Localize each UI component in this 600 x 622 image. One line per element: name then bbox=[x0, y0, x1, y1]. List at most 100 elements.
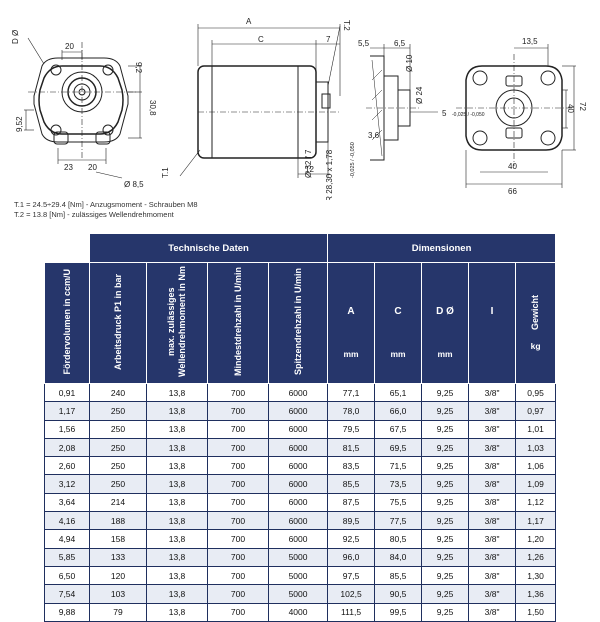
rear-h40: 40 bbox=[566, 104, 575, 113]
table-cell: 6000 bbox=[267, 456, 329, 476]
table-cell: 250 bbox=[89, 419, 147, 439]
table-cell: 1,01 bbox=[515, 419, 557, 439]
side-t2: T.2 bbox=[342, 20, 351, 31]
col-mindestdrehzahl: Mindestdrehzahl in U/min bbox=[207, 262, 269, 384]
table-cell: 3/8" bbox=[468, 382, 517, 403]
shaft-or: OR 28,30 x 1,78 bbox=[325, 149, 334, 200]
spec-table-wrapper: Technische Daten Dimensionen Fördervolum… bbox=[44, 233, 557, 622]
shaft-w5-5: 5,5 bbox=[358, 39, 370, 48]
front-h9-52: 9,52 bbox=[15, 116, 24, 132]
table-cell: 1,17 bbox=[515, 511, 557, 531]
table-cell: 6000 bbox=[267, 492, 329, 513]
table-cell: 5,85 bbox=[44, 547, 90, 567]
table-cell: 9,25 bbox=[421, 602, 470, 622]
table-cell: 77,1 bbox=[327, 382, 376, 403]
table-cell: 67,5 bbox=[374, 419, 423, 439]
table-cell: 13,8 bbox=[146, 492, 208, 513]
table-cell: 3/8" bbox=[468, 547, 517, 567]
table-cell: 250 bbox=[89, 456, 147, 476]
table-cell: 214 bbox=[89, 492, 147, 513]
table-cell: 90,5 bbox=[374, 584, 423, 604]
table-cell: 4000 bbox=[267, 602, 329, 622]
table-cell: 1,03 bbox=[515, 437, 557, 458]
table-cell: 13,8 bbox=[146, 419, 208, 439]
table-cell: 13,8 bbox=[146, 529, 208, 549]
table-cell: 13,8 bbox=[146, 474, 208, 494]
shaft-tolerance: -0,025 / -0,050 bbox=[452, 112, 485, 118]
table-cell: 89,5 bbox=[327, 511, 376, 531]
table-cell: 13,8 bbox=[146, 437, 208, 458]
table-cell: 6,50 bbox=[44, 565, 90, 586]
front-h9-2: 9,2 bbox=[134, 62, 143, 74]
table-cell: 66,0 bbox=[374, 401, 423, 421]
side-seven: 7 bbox=[326, 35, 331, 44]
col-spitzendrehzahl: Spitzendrehzahl in U/min bbox=[267, 262, 329, 384]
table-cell: 700 bbox=[207, 437, 269, 458]
table-cell: 1,09 bbox=[515, 474, 557, 494]
col-foerdervolumen: Fördervolumen in ccm/U bbox=[44, 262, 90, 384]
table-cell: 13,8 bbox=[146, 401, 208, 421]
rear-w13-5: 13,5 bbox=[522, 37, 538, 46]
col-drehmoment: max. zulässiges Wellendrehmoment in Nm bbox=[146, 262, 208, 384]
note-t2: T.2 = 13.8 [Nm] - zulässiges Wellendrehm… bbox=[14, 210, 174, 219]
table-cell: 87,5 bbox=[327, 492, 376, 513]
table-cell: 9,25 bbox=[421, 456, 470, 476]
table-cell: 65,1 bbox=[374, 382, 423, 403]
table-cell: 9,25 bbox=[421, 401, 470, 421]
table-cell: 3/8" bbox=[468, 602, 517, 622]
front-w20-top: 20 bbox=[65, 42, 74, 51]
table-cell: 13,8 bbox=[146, 584, 208, 604]
table-cell: 6000 bbox=[267, 382, 329, 403]
side-view bbox=[179, 24, 341, 178]
header-technical: Technische Daten bbox=[88, 233, 329, 263]
note-t1: T.1 = 24.5÷29.4 [Nm] - Anzugsmoment - Sc… bbox=[14, 200, 198, 209]
table-cell: 3/8" bbox=[468, 437, 517, 458]
header-group-row: Technische Daten Dimensionen bbox=[44, 233, 557, 263]
torque-notes: T.1 = 24.5÷29.4 [Nm] - Anzugsmoment - Sc… bbox=[14, 200, 198, 220]
side-a: A bbox=[246, 17, 252, 26]
table-cell: 3/8" bbox=[468, 584, 517, 604]
table-cell: 9,25 bbox=[421, 437, 470, 458]
table-cell: 0,97 bbox=[515, 401, 557, 421]
shaft-w6-5: 6,5 bbox=[394, 39, 406, 48]
table-cell: 3/8" bbox=[468, 529, 517, 549]
table-cell: 700 bbox=[207, 474, 269, 494]
table-cell: 1,12 bbox=[515, 492, 557, 513]
rear-h72: 72 bbox=[578, 102, 587, 111]
table-cell: 81,5 bbox=[327, 437, 376, 458]
table-cell: 97,5 bbox=[327, 565, 376, 586]
table-cell: 79 bbox=[89, 602, 147, 622]
table-cell: 84,0 bbox=[374, 547, 423, 567]
table-cell: 2,60 bbox=[44, 456, 90, 476]
table-cell: 3/8" bbox=[468, 401, 517, 421]
table-cell: 13,8 bbox=[146, 547, 208, 567]
table-cell: 102,5 bbox=[327, 584, 376, 604]
technical-drawing: D Ø 20 9,2 30,8 9,52 23 20 Ø 8,5 A C T.2… bbox=[11, 17, 587, 200]
table-cell: 111,5 bbox=[327, 602, 376, 622]
side-d32: Ø 32 f 7 bbox=[304, 149, 313, 178]
table-cell: 13,8 bbox=[146, 511, 208, 531]
table-cell: 250 bbox=[89, 474, 147, 494]
table-cell: 5000 bbox=[267, 584, 329, 604]
table-cell: 3/8" bbox=[468, 565, 517, 586]
table-cell: 700 bbox=[207, 565, 269, 586]
table-cell: 1,50 bbox=[515, 602, 557, 622]
table-cell: 9,25 bbox=[421, 584, 470, 604]
shaft-w3-6: 3,6 bbox=[368, 131, 380, 140]
table-cell: 6000 bbox=[267, 529, 329, 549]
table-cell: 1,56 bbox=[44, 419, 90, 439]
table-cell: 9,88 bbox=[44, 602, 90, 622]
